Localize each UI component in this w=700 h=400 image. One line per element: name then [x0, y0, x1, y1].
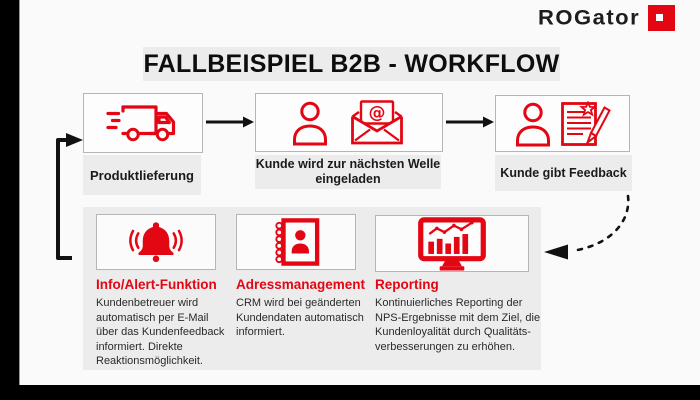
- delivery-truck-icon: [106, 100, 180, 146]
- feature-card-reporting-box: [375, 215, 529, 272]
- features-panel: Info/Alert-Funktion Kundenbetreuer wird …: [83, 207, 541, 370]
- step-card-produktlieferung: [83, 93, 203, 153]
- step-card-feedback: [495, 95, 630, 152]
- reporting-dashboard-icon: [416, 216, 488, 271]
- customer-email-invite-icon: @: [289, 99, 409, 146]
- arrow-step2-to-step3: [446, 116, 494, 128]
- loop-back-arrow: [56, 133, 83, 260]
- brand-logo-square-icon: [648, 5, 676, 31]
- feature-card-adress-box: [236, 214, 356, 270]
- customer-feedback-form-icon: [513, 100, 613, 147]
- arrow-step1-to-step2: [206, 116, 254, 128]
- dashed-feedback-to-panel-arrow: [544, 194, 630, 260]
- alert-bell-icon: [126, 219, 186, 265]
- step-label-feedback: Kunde gibt Feedback: [495, 155, 632, 191]
- frame-bottom-bar: [0, 385, 700, 400]
- feature-heading-adress: Adressmanagement: [236, 277, 366, 292]
- svg-text:@: @: [369, 103, 386, 123]
- feature-body-alert: Kundenbetreuer wird automatisch per E-Ma…: [96, 297, 225, 367]
- feature-body-adress: CRM wird bei geänderten Kundendaten auto…: [236, 297, 364, 338]
- step-card-einladung: @: [255, 93, 443, 152]
- frame-left-bar: [0, 0, 20, 400]
- feature-heading-reporting: Reporting: [375, 277, 439, 292]
- feature-body-reporting: Kontinuierliches Reporting der NPS-Ergeb…: [375, 297, 541, 353]
- brand-logo-text: ROGator: [538, 5, 641, 30]
- page-title: FALLBEISPIEL B2B - WORKFLOW: [143, 47, 560, 81]
- feature-heading-alert: Info/Alert-Funktion: [96, 277, 217, 292]
- feature-card-alert-box: [96, 214, 216, 270]
- step-label-einladung: Kunde wird zur nächsten Welle eingeladen: [255, 155, 441, 189]
- step-label-produktlieferung: Produktlieferung: [83, 155, 201, 195]
- address-book-icon: [270, 218, 322, 266]
- brand-logo: ROGator: [538, 5, 676, 31]
